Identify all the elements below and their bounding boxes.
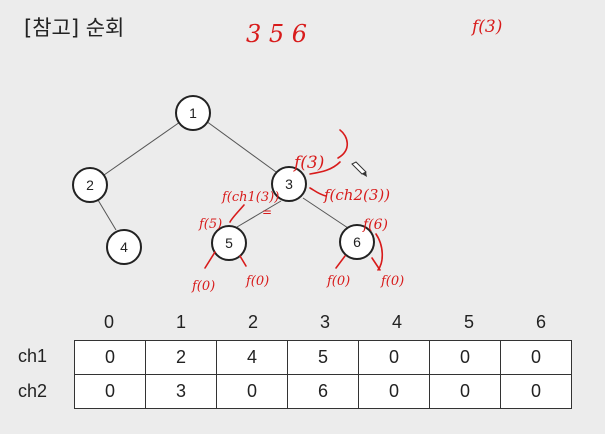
handwritten-f0-d: f(0) xyxy=(380,274,404,289)
node-label: 3 xyxy=(285,176,293,192)
edge-2-4 xyxy=(97,199,117,231)
table-row: 0 3 0 6 0 0 0 xyxy=(74,374,572,409)
table-cell: 0 xyxy=(216,374,288,409)
tree-node-5: 5 xyxy=(211,225,247,261)
table-cell: 0 xyxy=(74,340,146,375)
table-cell: 3 xyxy=(145,374,217,409)
handwritten-arrow-6-left xyxy=(335,255,346,269)
table-cell: 2 xyxy=(145,340,217,375)
handwritten-f0-b: f(0) xyxy=(245,274,269,289)
handwritten-arrow-f3 xyxy=(309,161,341,175)
handwritten-curve-f3 xyxy=(337,129,349,159)
page-title: [참고] 순회 xyxy=(24,16,125,40)
table-cell: 4 xyxy=(216,340,288,375)
table-cell: 0 xyxy=(429,374,501,409)
handwritten-f0-a: f(0) xyxy=(191,279,215,294)
column-header: 3 xyxy=(319,312,330,332)
column-header: 5 xyxy=(463,312,474,332)
tree-node-2: 2 xyxy=(72,167,108,203)
table-row: 0 2 4 5 0 0 0 xyxy=(74,340,572,375)
tree-node-4: 4 xyxy=(106,229,142,265)
pen-cursor-icon xyxy=(351,161,367,177)
handwritten-f3-top: f(3) xyxy=(470,17,502,37)
edge-1-3 xyxy=(205,120,277,173)
handwritten-arrow-ch2 xyxy=(309,187,327,197)
edge-3-5 xyxy=(236,200,282,228)
node-label: 4 xyxy=(120,239,128,255)
handwritten-f0-c: f(0) xyxy=(326,274,350,289)
node-label: 5 xyxy=(225,235,233,251)
handwritten-f6: f(6) xyxy=(362,217,388,233)
node-label: 2 xyxy=(86,177,94,193)
table-cell: 0 xyxy=(358,374,430,409)
column-header: 1 xyxy=(175,312,186,332)
table-cell: 0 xyxy=(500,340,572,375)
table-cell: 5 xyxy=(287,340,359,375)
handwritten-f5: f(5) xyxy=(198,217,222,232)
handwritten-order: 3 5 6 xyxy=(246,20,307,48)
table-cell: 0 xyxy=(358,340,430,375)
row-label-ch1: ch1 xyxy=(18,346,48,366)
tree-node-6: 6 xyxy=(339,224,375,260)
column-header: 6 xyxy=(535,312,546,332)
tree-node-3: 3 xyxy=(271,166,307,202)
column-header: 2 xyxy=(247,312,258,332)
handwritten-arrow-ch1 xyxy=(229,204,245,223)
handwritten-f-ch2: f(ch2(3)) xyxy=(323,186,390,204)
handwritten-f3-call: f(3) xyxy=(292,153,324,173)
column-header: 4 xyxy=(391,312,402,332)
edge-1-2 xyxy=(103,121,181,176)
node-label: 6 xyxy=(353,234,361,250)
handwritten-f-ch1: f(ch1(3)) xyxy=(221,190,279,205)
table-cell: 0 xyxy=(74,374,146,409)
children-table: 0 2 4 5 0 0 0 0 3 0 6 0 0 0 xyxy=(74,340,572,409)
column-header: 0 xyxy=(103,312,114,332)
handwritten-arrow-5-right xyxy=(239,255,247,267)
handwritten-mark: = xyxy=(262,205,272,219)
handwritten-arrow-6-right xyxy=(371,257,381,271)
table-cell: 0 xyxy=(429,340,501,375)
row-label-ch2: ch2 xyxy=(18,381,48,401)
table-cell: 6 xyxy=(287,374,359,409)
edge-3-6 xyxy=(302,197,349,229)
tree-node-1: 1 xyxy=(175,95,211,131)
handwritten-arrow-5-left xyxy=(204,251,216,269)
table-cell: 0 xyxy=(500,374,572,409)
node-label: 1 xyxy=(189,105,197,121)
